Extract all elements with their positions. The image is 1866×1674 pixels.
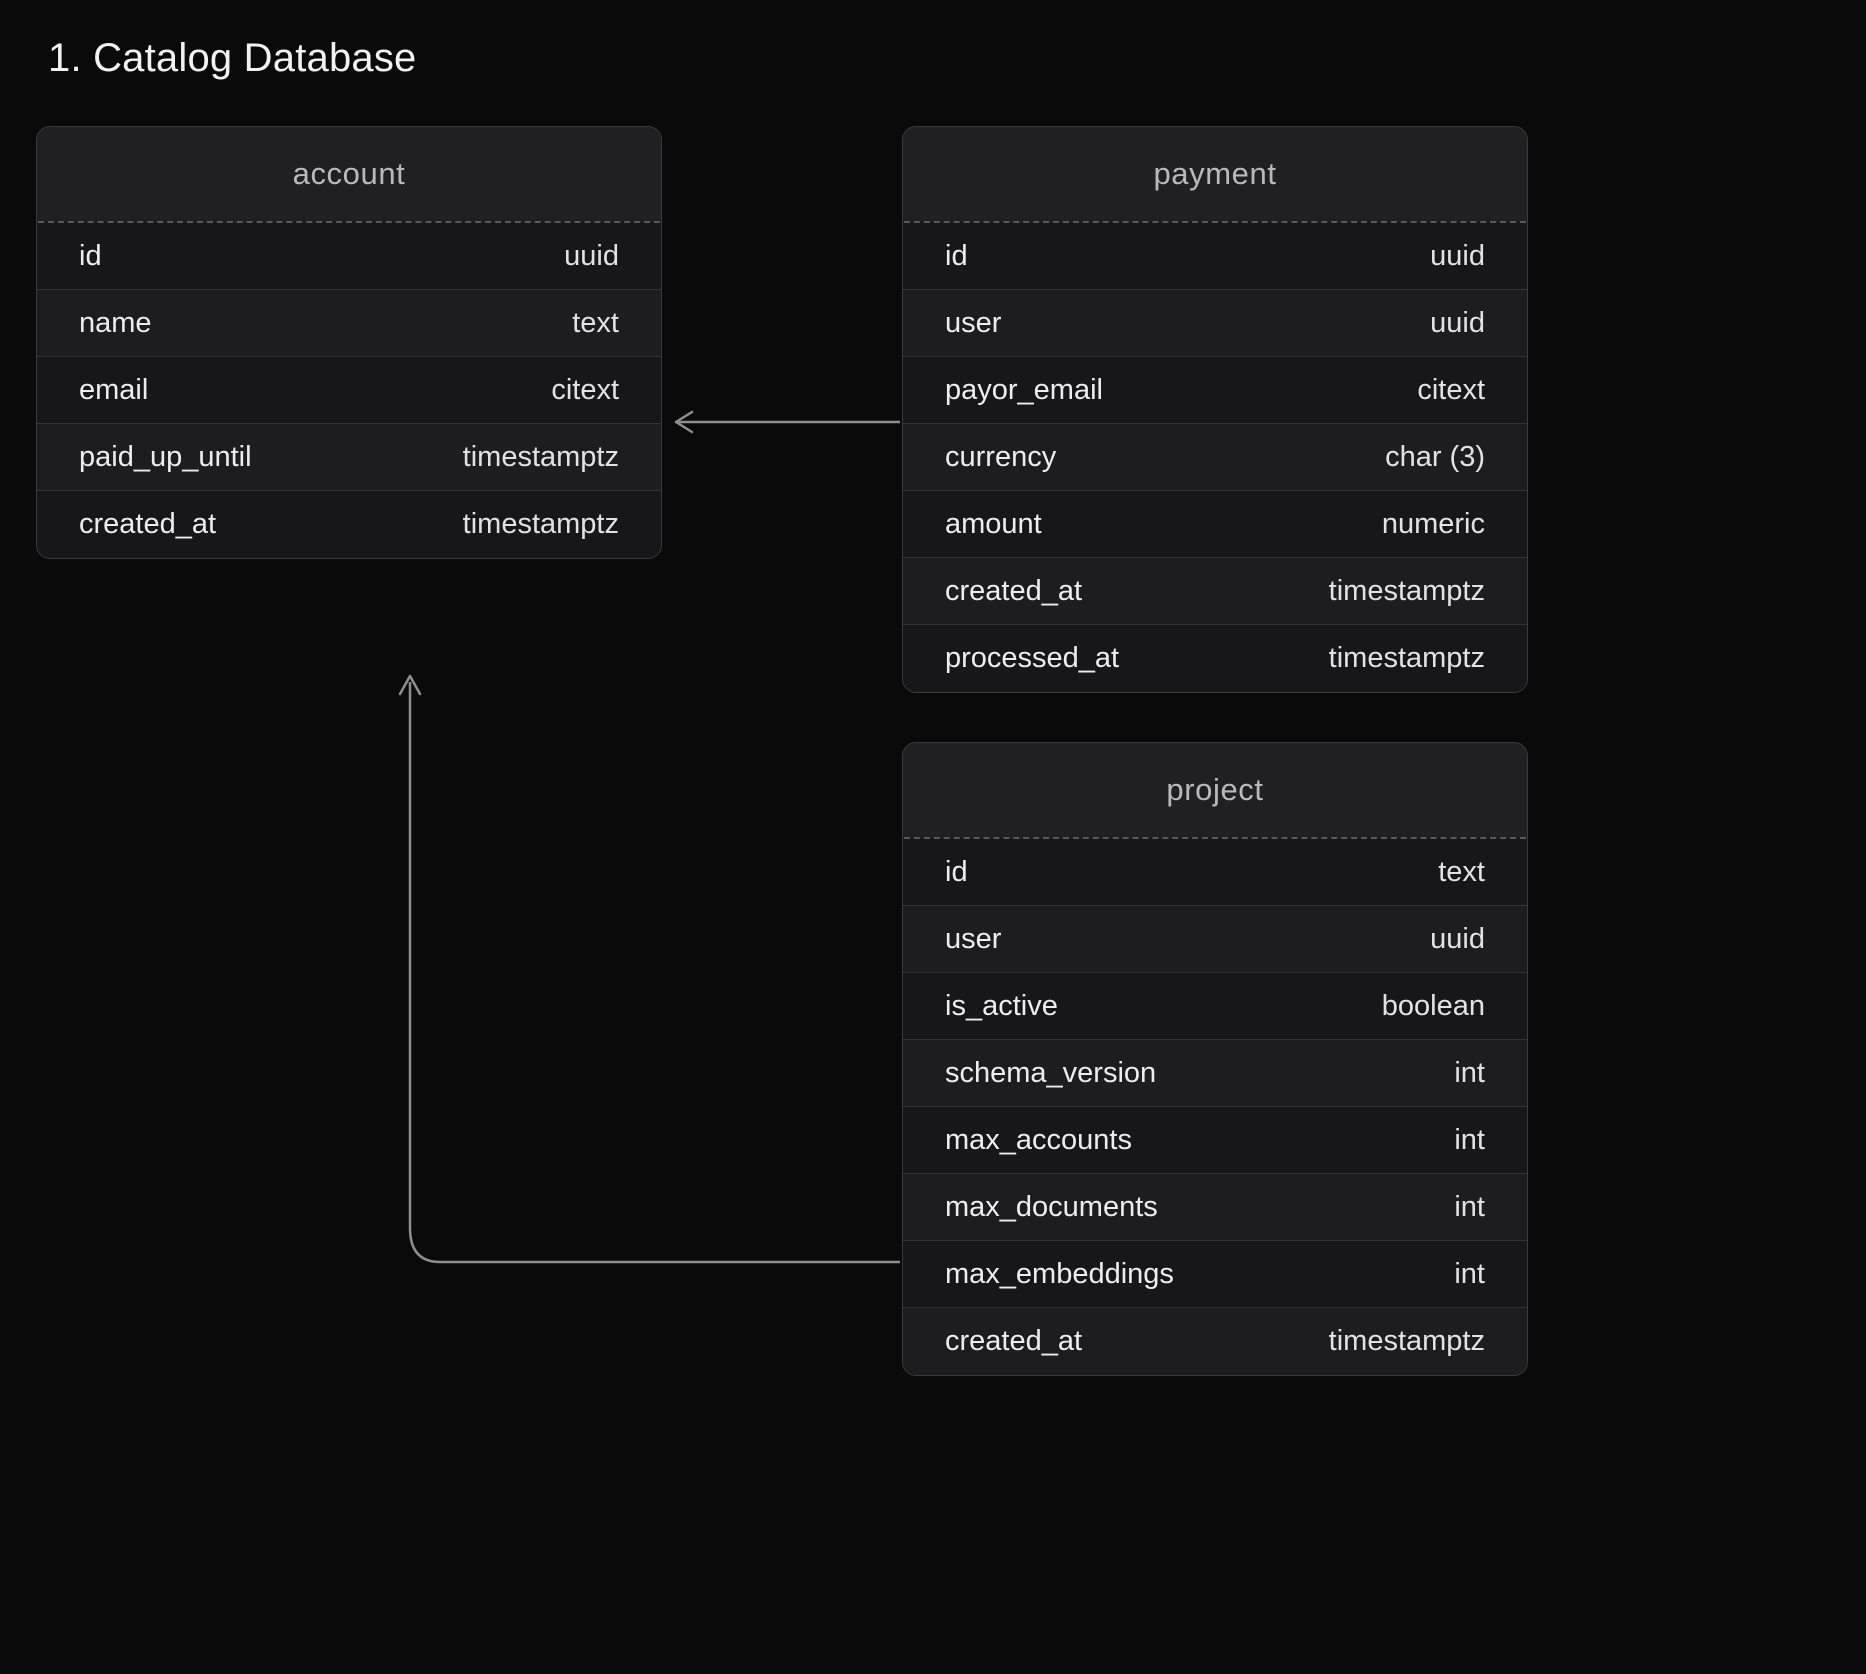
column-name: user — [945, 307, 1001, 340]
entity-title-account: account — [37, 127, 661, 221]
column-type: int — [1454, 1057, 1485, 1090]
column-name: id — [945, 856, 968, 889]
table-row[interactable]: schema_version int — [903, 1040, 1527, 1107]
column-name: created_at — [945, 575, 1082, 608]
column-type: citext — [551, 374, 619, 407]
page-title: 1. Catalog Database — [48, 36, 417, 81]
column-type: timestamptz — [1329, 575, 1485, 608]
column-name: user — [945, 923, 1001, 956]
column-type: timestamptz — [1329, 1325, 1485, 1358]
column-name: payor_email — [945, 374, 1103, 407]
column-type: uuid — [564, 240, 619, 273]
column-type: text — [1438, 856, 1485, 889]
table-row[interactable]: user uuid — [903, 906, 1527, 973]
column-name: created_at — [79, 508, 216, 541]
column-name: currency — [945, 441, 1056, 474]
column-type: text — [572, 307, 619, 340]
entity-card-payment[interactable]: payment id uuid user uuid payor_email ci… — [902, 126, 1528, 693]
table-row[interactable]: id uuid — [903, 223, 1527, 290]
entity-columns-account: id uuid name text email citext paid_up_u… — [37, 223, 661, 558]
column-type: timestamptz — [463, 508, 619, 541]
table-row[interactable]: paid_up_until timestamptz — [37, 424, 661, 491]
entity-card-account[interactable]: account id uuid name text email citext p… — [36, 126, 662, 559]
table-row[interactable]: id text — [903, 839, 1527, 906]
column-type: timestamptz — [1329, 642, 1485, 675]
column-name: paid_up_until — [79, 441, 252, 474]
entity-card-project[interactable]: project id text user uuid is_active bool… — [902, 742, 1528, 1376]
column-name: email — [79, 374, 148, 407]
column-type: char (3) — [1385, 441, 1485, 474]
column-name: schema_version — [945, 1057, 1156, 1090]
column-name: id — [79, 240, 102, 273]
table-row[interactable]: email citext — [37, 357, 661, 424]
table-row[interactable]: currency char (3) — [903, 424, 1527, 491]
table-row[interactable]: max_accounts int — [903, 1107, 1527, 1174]
column-type: numeric — [1382, 508, 1485, 541]
table-row[interactable]: is_active boolean — [903, 973, 1527, 1040]
entity-columns-project: id text user uuid is_active boolean sche… — [903, 839, 1527, 1375]
table-row[interactable]: name text — [37, 290, 661, 357]
column-type: int — [1454, 1191, 1485, 1224]
table-row[interactable]: created_at timestamptz — [37, 491, 661, 558]
connector-payment-to-account — [676, 412, 900, 432]
table-row[interactable]: max_embeddings int — [903, 1241, 1527, 1308]
column-name: name — [79, 307, 152, 340]
table-row[interactable]: id uuid — [37, 223, 661, 290]
column-name: max_accounts — [945, 1124, 1132, 1157]
column-type: uuid — [1430, 923, 1485, 956]
column-type: timestamptz — [463, 441, 619, 474]
entity-title-project: project — [903, 743, 1527, 837]
column-type: boolean — [1382, 990, 1485, 1023]
table-row[interactable]: payor_email citext — [903, 357, 1527, 424]
table-row[interactable]: created_at timestamptz — [903, 558, 1527, 625]
table-row[interactable]: processed_at timestamptz — [903, 625, 1527, 692]
column-name: id — [945, 240, 968, 273]
entity-columns-payment: id uuid user uuid payor_email citext cur… — [903, 223, 1527, 692]
table-row[interactable]: amount numeric — [903, 491, 1527, 558]
table-row[interactable]: created_at timestamptz — [903, 1308, 1527, 1375]
column-name: is_active — [945, 990, 1058, 1023]
column-type: uuid — [1430, 240, 1485, 273]
column-type: uuid — [1430, 307, 1485, 340]
entity-title-payment: payment — [903, 127, 1527, 221]
column-name: created_at — [945, 1325, 1082, 1358]
table-row[interactable]: max_documents int — [903, 1174, 1527, 1241]
column-type: int — [1454, 1124, 1485, 1157]
column-name: max_embeddings — [945, 1258, 1174, 1291]
table-row[interactable]: user uuid — [903, 290, 1527, 357]
column-name: max_documents — [945, 1191, 1158, 1224]
column-name: amount — [945, 508, 1042, 541]
column-type: citext — [1417, 374, 1485, 407]
column-type: int — [1454, 1258, 1485, 1291]
connector-project-to-account — [400, 676, 900, 1262]
column-name: processed_at — [945, 642, 1119, 675]
